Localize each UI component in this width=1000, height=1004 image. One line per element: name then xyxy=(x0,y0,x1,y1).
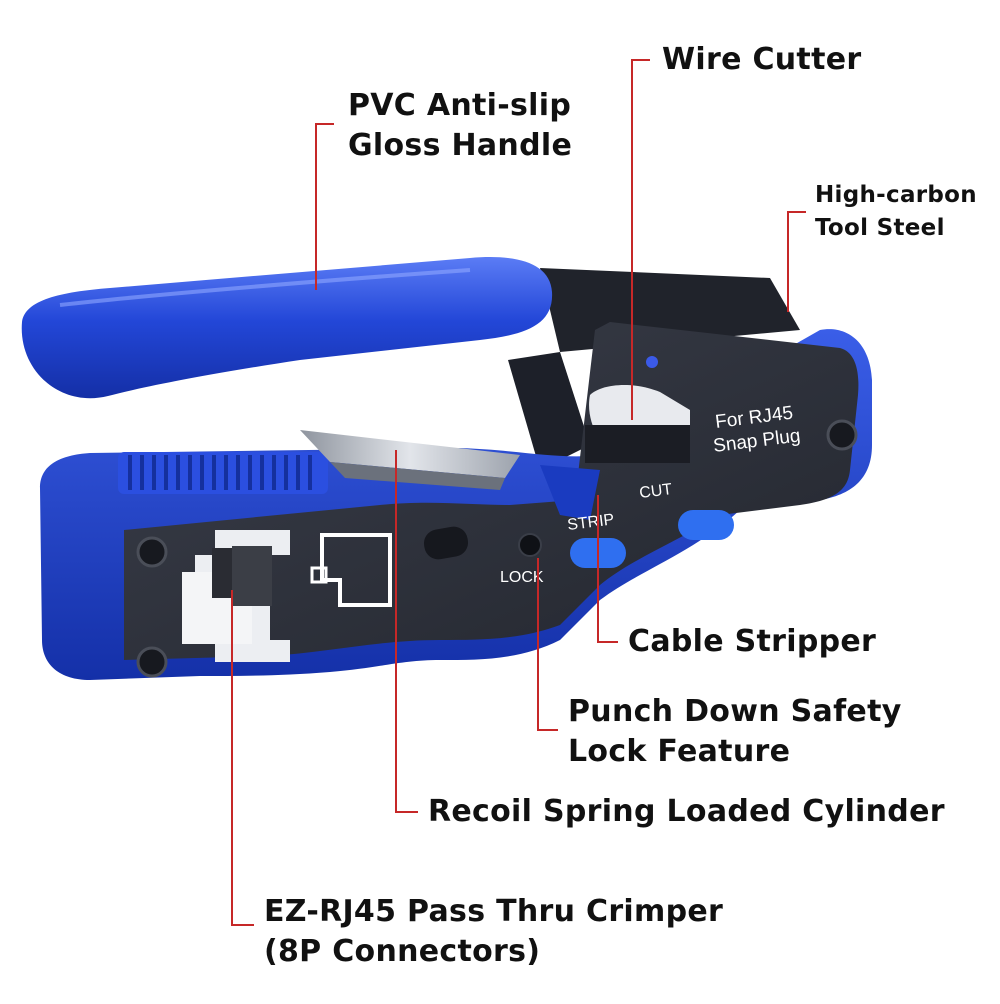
jaw-lever xyxy=(508,352,590,470)
callout-recoil-spring: Recoil Spring Loaded Cylinder xyxy=(428,792,945,832)
lock-button xyxy=(518,533,542,557)
callout-ez-rj45-line-1: EZ-RJ45 Pass Thru Crimper xyxy=(264,894,724,929)
crimp-die xyxy=(182,530,290,662)
upper-handle-highlight xyxy=(59,268,471,307)
leader-wire-cutter xyxy=(631,59,650,420)
cut-marking: CUT xyxy=(638,481,673,502)
leader-pvc-handle xyxy=(315,123,334,290)
slider-slot xyxy=(423,526,469,560)
callout-pvc-handle-line-1: PVC Anti-slip xyxy=(348,88,572,123)
callout-punch-down-line-2: Lock Feature xyxy=(568,734,791,769)
callout-pvc-handle-line-2: Gloss Handle xyxy=(348,128,573,163)
callout-ez-rj45: EZ-RJ45 Pass Thru Crimper (8P Connectors… xyxy=(264,892,723,972)
leader-recoil-spring xyxy=(395,450,418,813)
recoil-cylinder xyxy=(300,430,520,478)
callout-cable-stripper-line: Cable Stripper xyxy=(628,624,877,659)
callout-punch-down: Punch Down Safety Lock Feature xyxy=(568,692,902,772)
stripper-gap xyxy=(540,465,600,520)
callout-ez-rj45-line-2: (8P Connectors) xyxy=(264,934,541,969)
leader-punch-down xyxy=(537,558,558,731)
leader-ez-rj45 xyxy=(231,590,254,926)
grip-ridges xyxy=(118,452,328,494)
cutter-slot xyxy=(585,425,690,463)
callout-high-carbon-line-1: High-carbon xyxy=(815,182,977,208)
strip-marking: STRIP xyxy=(566,511,615,534)
crimp-die-outline xyxy=(310,533,392,607)
callout-recoil-spring-line: Recoil Spring Loaded Cylinder xyxy=(428,794,945,829)
callout-pvc-handle: PVC Anti-slip Gloss Handle xyxy=(348,86,572,166)
leader-high-carbon xyxy=(787,211,806,312)
cylinder-shadow xyxy=(330,462,505,490)
upper-handle xyxy=(21,257,553,399)
callout-wire-cutter-line: Wire Cutter xyxy=(662,42,862,77)
lock-marking: LOCK xyxy=(500,569,544,586)
cut-oval xyxy=(678,510,734,540)
screws xyxy=(136,356,858,678)
leader-cable-stripper xyxy=(597,495,618,643)
callout-wire-cutter: Wire Cutter xyxy=(662,40,861,80)
callout-high-carbon-line-2: Tool Steel xyxy=(815,215,945,241)
leader-lines xyxy=(231,59,806,926)
callout-punch-down-line-1: Punch Down Safety xyxy=(568,694,902,729)
callout-high-carbon: High-carbon Tool Steel xyxy=(815,179,977,245)
callout-cable-stripper: Cable Stripper xyxy=(628,622,876,662)
